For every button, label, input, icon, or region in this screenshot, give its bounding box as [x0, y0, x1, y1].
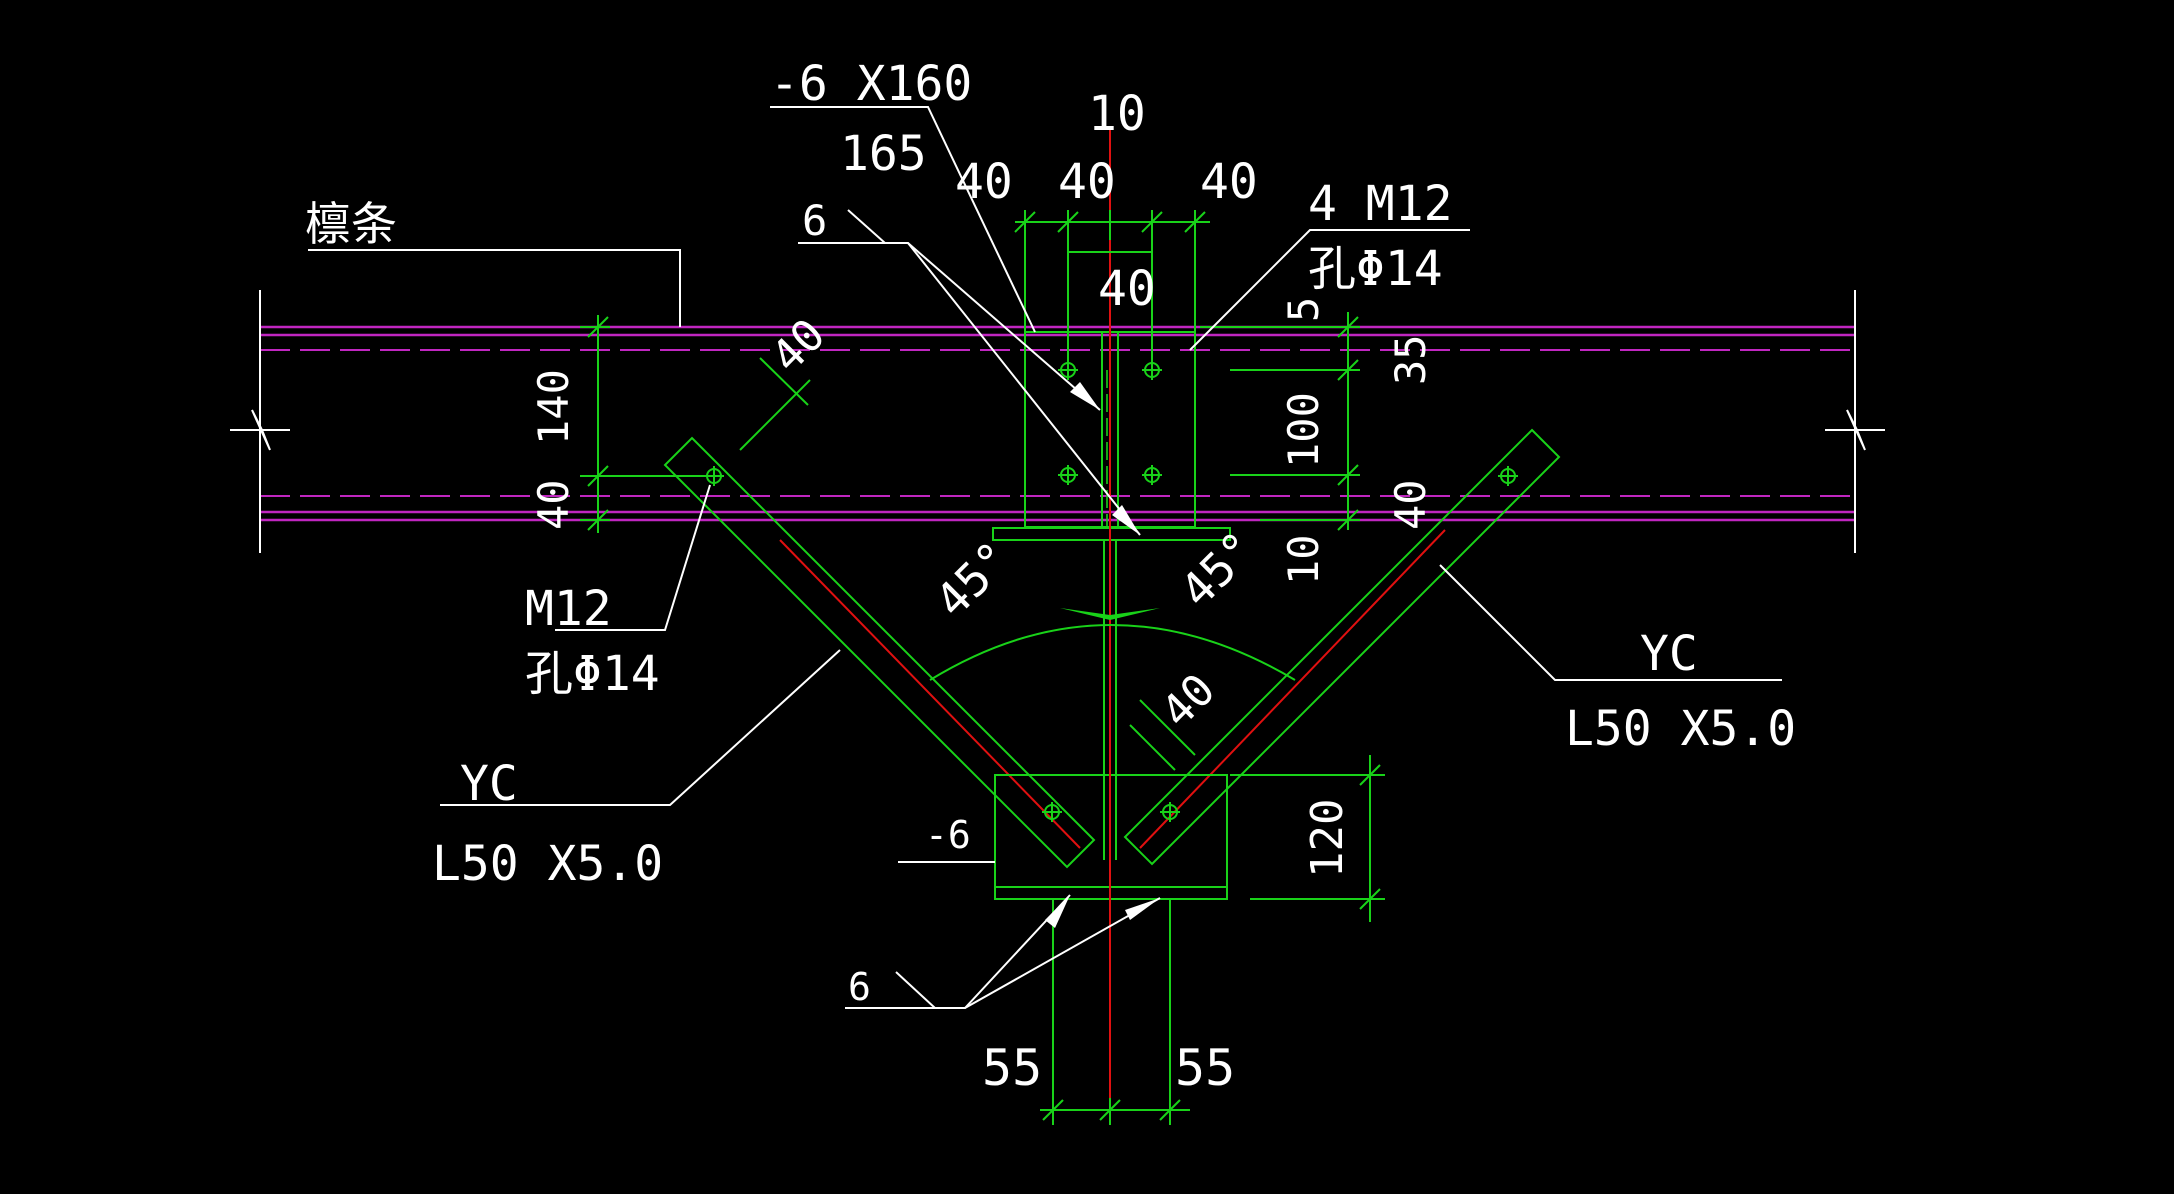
dim-55-left: 55	[982, 1039, 1042, 1097]
diagonal-dimension-lines	[739, 357, 1196, 771]
dim-35: 35	[1386, 334, 1435, 385]
dim-40-left: 40	[529, 479, 578, 530]
break-lines	[230, 290, 1885, 553]
left-brace	[663, 436, 1096, 869]
angle-left-label: 45°	[925, 531, 1022, 628]
purlin-beam	[260, 325, 1855, 522]
weld-symbols	[847, 209, 938, 1009]
bottom-dimension-lines	[1040, 755, 1385, 1125]
angle-arc-marker	[1060, 608, 1160, 620]
dim-10-right: 10	[1279, 534, 1328, 585]
plate-spec-label: -6 X160	[770, 56, 972, 112]
top-bolts-count-label: 4 M12	[1308, 176, 1453, 232]
yc-right-section-label: L50 X5.0	[1565, 701, 1796, 757]
dim-40-right: 40	[1386, 479, 1435, 530]
yc-right-label: YC	[1640, 626, 1698, 682]
dim-40-diag-center: 40	[1152, 664, 1226, 738]
dim-120: 120	[1302, 799, 1353, 878]
dim-40-a: 40	[955, 154, 1013, 210]
weld-size-top-label: 6	[802, 196, 827, 245]
top-dimension-lines	[1014, 210, 1210, 360]
top-connection-plate	[992, 331, 1231, 541]
dim-40-c: 40	[1200, 154, 1258, 210]
top-bolts-hole-label: 孔Φ14	[1308, 241, 1443, 297]
top-bolts	[1058, 360, 1162, 485]
yc-left-label: YC	[460, 756, 518, 812]
yc-left-section-label: L50 X5.0	[432, 836, 663, 892]
dim-40-b: 40	[1058, 154, 1116, 210]
weld-arrows	[1045, 382, 1160, 928]
dim-40-mid: 40	[1098, 261, 1156, 317]
angle-arc	[929, 624, 1296, 681]
right-dimension-lines	[1200, 312, 1360, 531]
bottom-plate-label: -6	[925, 813, 971, 857]
left-bolt-hole-label: 孔Φ14	[525, 646, 660, 702]
vertical-post	[1103, 540, 1117, 860]
angle-right-label: 45°	[1170, 521, 1267, 618]
weld-size-bottom-label: 6	[848, 965, 871, 1009]
dim-55-right: 55	[1175, 1039, 1235, 1097]
plate-length-label: 165	[840, 126, 927, 182]
leader-lines	[308, 106, 1782, 1009]
right-brace	[1123, 428, 1561, 866]
dim-100: 100	[1279, 392, 1328, 468]
dim-5: 5	[1279, 297, 1328, 322]
dim-140: 140	[529, 369, 578, 445]
left-bolt-label: M12	[525, 581, 612, 637]
purlin-label: 檩条	[305, 197, 397, 251]
dim-10-top: 10	[1088, 86, 1146, 142]
left-dimension-lines	[580, 315, 714, 533]
